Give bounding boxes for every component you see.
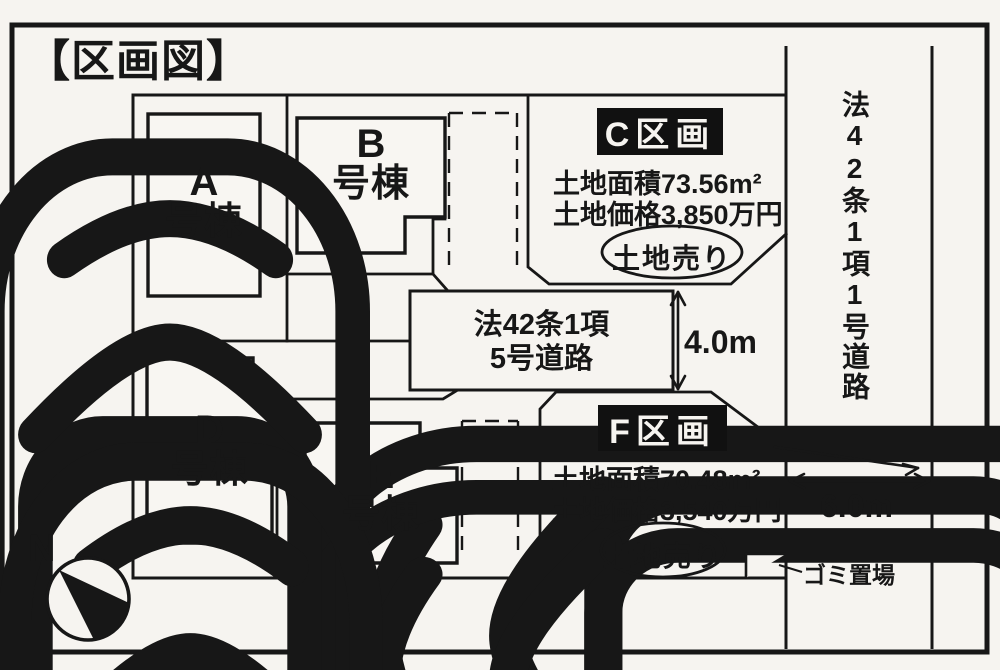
dim-arrow-6m — [773, 445, 931, 490]
garbage-label: ゴミ置場 — [803, 562, 895, 588]
building-d-letter: D — [195, 408, 224, 452]
center-road-label: 法42条1項 5号道路 — [410, 308, 673, 376]
badge-oval-c — [600, 224, 744, 280]
dim-6m-label: 6.0m — [820, 488, 893, 524]
parcel-f-tag: F区画 — [598, 405, 727, 451]
parcel-f-outline — [538, 390, 788, 580]
building-b-letter: B — [356, 122, 386, 166]
center-road-box — [408, 289, 675, 392]
page-title: 【区画図】 — [26, 37, 251, 86]
building-a-letter: A — [189, 160, 219, 204]
parcel-f-badge: 土地売り — [602, 541, 723, 572]
building-b-label: B 号棟 — [297, 124, 445, 204]
parcel-f-price: 土地価格3,540万円 — [552, 496, 782, 526]
building-e-letter: E — [367, 453, 395, 497]
garbage-box — [744, 552, 803, 578]
building-d-label: D 号棟 — [147, 410, 272, 490]
parcel-c-price: 土地価格3,850万円 — [553, 200, 783, 230]
right-road-label: 法42条1項1号道路 — [839, 90, 870, 402]
dim-4m-label: 4.0m — [684, 324, 757, 360]
badge-oval-f — [599, 521, 727, 579]
building-e-label: E 号棟 — [305, 455, 457, 535]
center-road-line2: 5号道路 — [489, 343, 594, 376]
dim-arrow-4m — [669, 290, 687, 391]
parking-bay-dashes — [447, 111, 520, 558]
compass-n-label: N — [28, 528, 56, 570]
parcel-c-outline — [526, 93, 788, 286]
building-a-suffix: 号棟 — [164, 200, 243, 243]
building-a-label: A 号棟 — [148, 162, 260, 242]
parcel-f-area: 土地面積70.48m² — [552, 465, 761, 495]
building-e-suffix: 号棟 — [341, 493, 420, 536]
center-road-line1: 法42条1項 — [473, 309, 610, 341]
building-d-suffix: 号棟 — [170, 448, 249, 491]
building-b-suffix: 号棟 — [331, 162, 410, 205]
parcel-c-area: 土地面積73.56m² — [553, 169, 762, 199]
compass-icon — [45, 556, 131, 642]
parcel-c-tag: C区画 — [597, 108, 723, 155]
parcel-c-badge: 土地売り — [611, 243, 732, 274]
